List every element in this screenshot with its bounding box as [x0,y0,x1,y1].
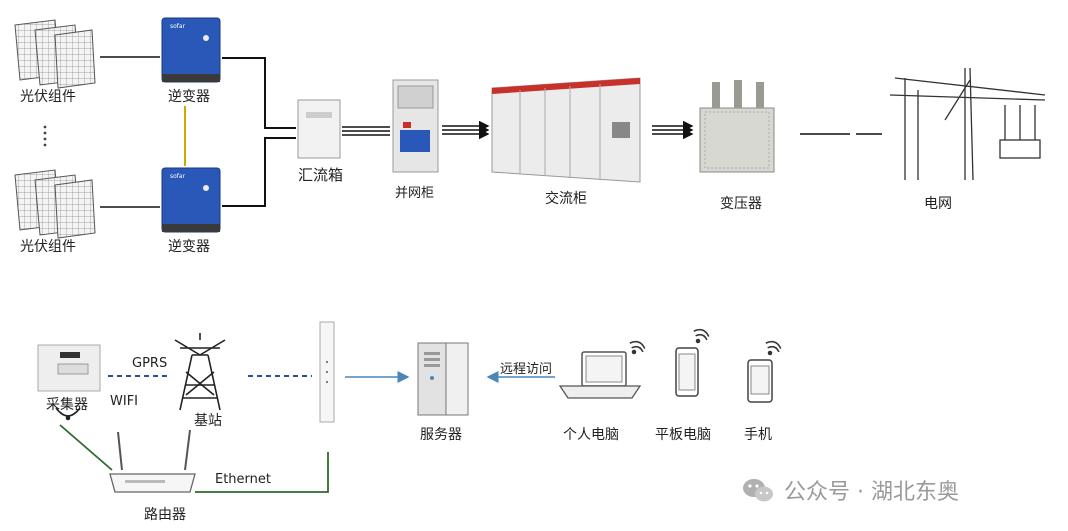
label-remote-access: 远程访问 [500,362,553,377]
label-grid-cabinet: 并网柜 [395,186,435,201]
phone-icon [747,359,773,403]
inverter-bottom: sofar [161,167,221,233]
inverter-top: sofar [161,17,221,83]
label-pv-top: 光伏组件 [20,89,76,105]
label-wifi: WIFI [110,394,138,409]
label-collector: 采集器 [46,397,88,413]
label-transformer: 变压器 [720,196,762,212]
label-router: 路由器 [144,507,186,523]
label-combiner: 汇流箱 [298,166,344,184]
laptop-signal-icon [629,340,646,355]
wifi-signal-icon [55,407,81,421]
label-phone: 手机 [744,427,772,443]
wire-inv-top-combiner [222,57,296,129]
collector-device [37,344,101,392]
arrow-cabinet-ac [442,120,490,140]
phone-signal-icon [765,340,782,356]
combiner-box [297,99,341,159]
base-station-tower [174,333,226,411]
label-server: 服务器 [420,427,462,443]
network-switch [319,321,335,423]
wire-combiner-cabinet [342,126,390,136]
server-icon [417,342,469,416]
power-grid [889,67,1046,181]
label-pv-bottom: 光伏组件 [20,239,76,255]
wechat-icon [743,479,773,502]
laptop-icon [558,351,642,399]
ethernet-link-line [195,452,329,493]
label-grid: 电网 [924,196,952,212]
ellipsis-dots [43,125,47,147]
router-icon [109,429,196,493]
transformer [699,80,775,173]
label-tablet: 平板电脑 [655,427,711,443]
label-inverter-bottom: 逆变器 [168,239,210,255]
label-base-station: 基站 [194,413,222,429]
pv-panel-bottom [14,169,96,239]
label-ac-cabinet: 交流柜 [545,191,587,207]
pv-panel-top [14,19,96,89]
svg-text:sofar: sofar [170,23,186,30]
label-ethernet: Ethernet [215,472,271,487]
label-inverter-top: 逆变器 [168,89,210,105]
svg-text:sofar: sofar [170,173,186,180]
grid-cabinet [392,79,439,173]
tablet-icon [675,347,699,397]
watermark: 公众号 · 湖北东奥 [784,474,959,506]
tablet-signal-icon [693,328,710,344]
wire-inv-bottom-combiner [222,137,296,207]
wifi-link-line [59,424,113,471]
label-gprs: GPRS [132,356,168,371]
ac-cabinet [491,77,641,183]
label-pc: 个人电脑 [563,427,619,443]
watermark-text: 公众号 · 湖北东奥 [784,480,959,505]
arrow-ac-transformer [652,120,694,140]
